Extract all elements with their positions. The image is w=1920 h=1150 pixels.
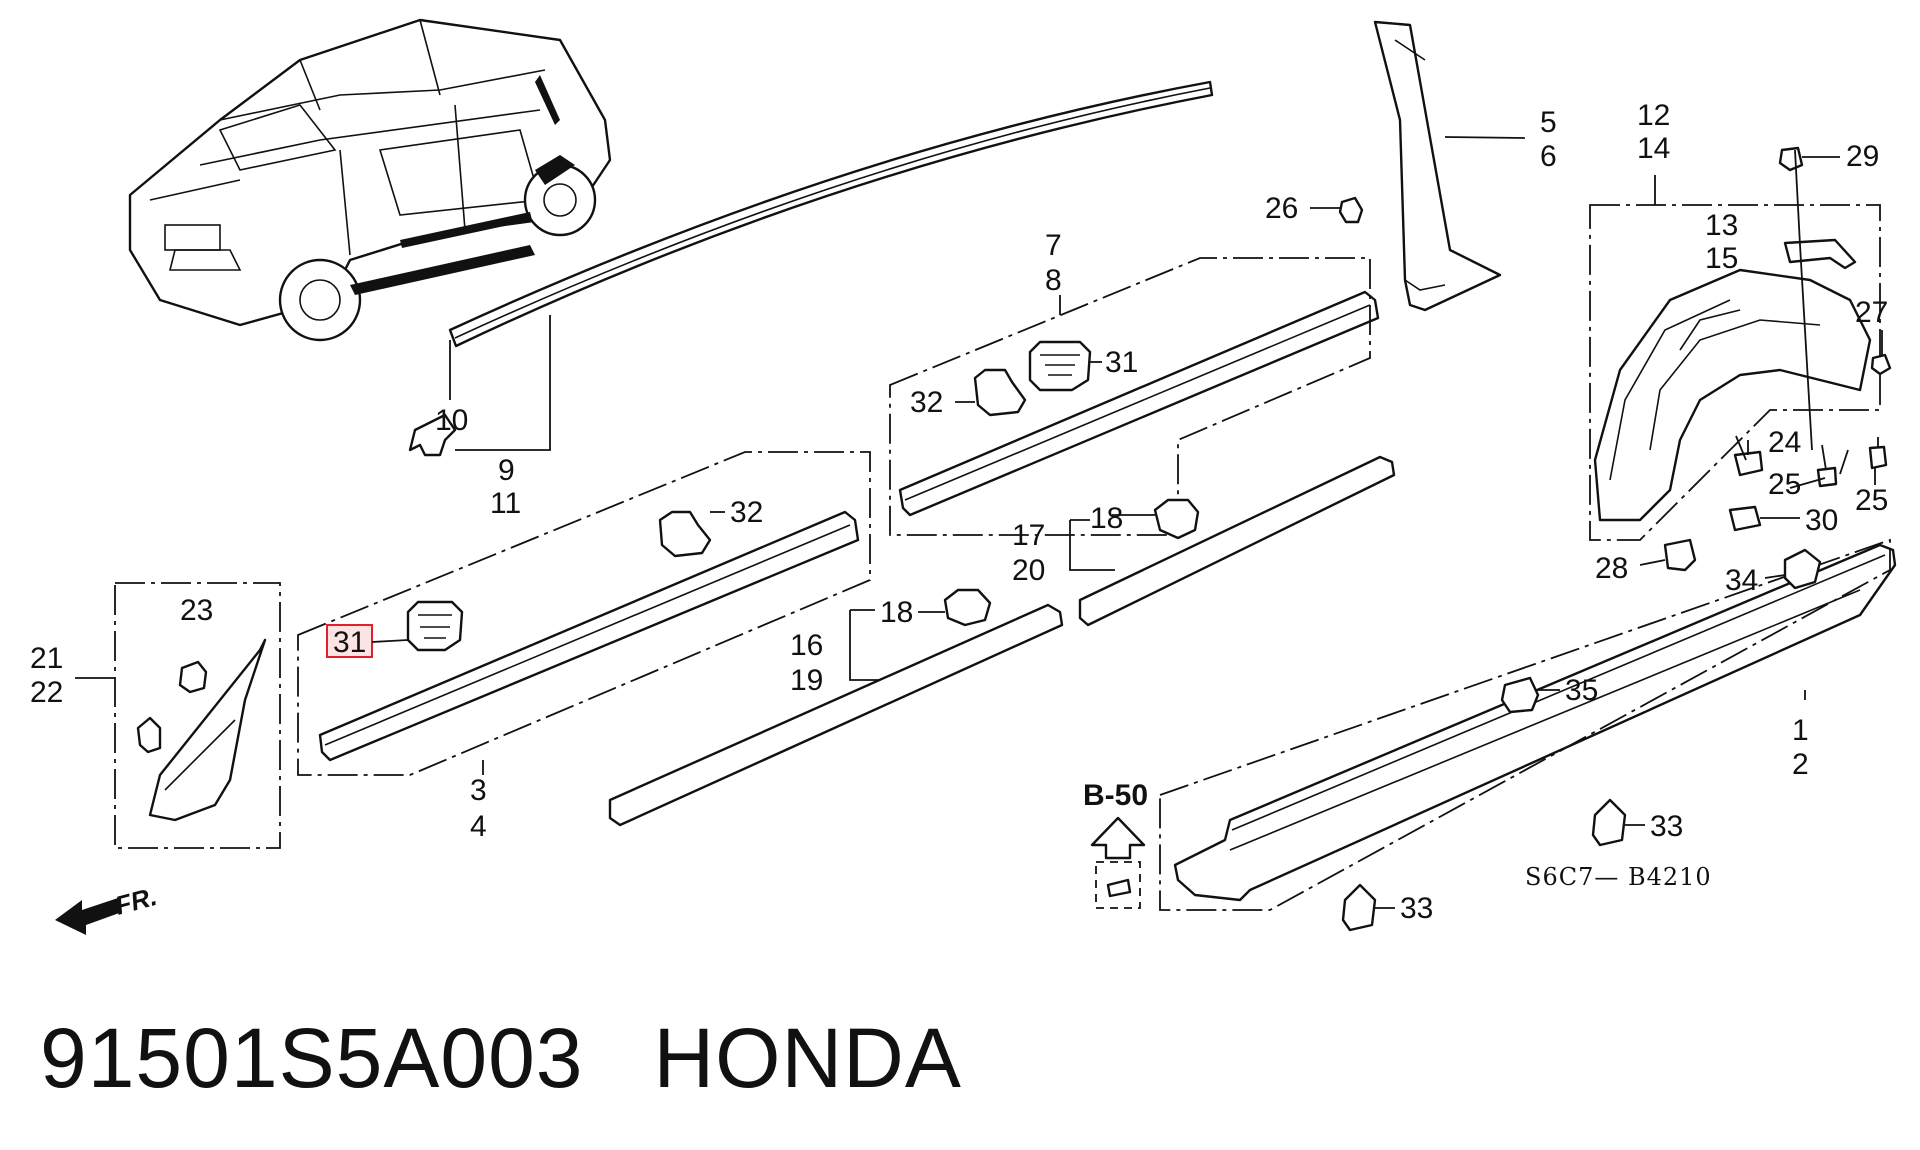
brand-name: HONDA xyxy=(653,1011,962,1105)
callout-22: 22 xyxy=(30,676,63,709)
car-illustration xyxy=(128,18,612,342)
clip-31-upper xyxy=(1028,340,1092,392)
callout-34: 34 xyxy=(1725,564,1758,597)
door-molding-front xyxy=(889,257,1380,536)
callout-14: 14 xyxy=(1637,132,1670,165)
clip-18-rear xyxy=(943,588,992,627)
bolt-25-right xyxy=(1868,445,1888,470)
clip-34 xyxy=(1764,548,1822,590)
callout-7: 7 xyxy=(1045,229,1062,262)
b50-reference-box xyxy=(1090,816,1146,909)
callout-35: 35 xyxy=(1565,674,1598,707)
bolt-30 xyxy=(1728,505,1800,532)
clip-31-lower xyxy=(406,600,464,652)
callout-12: 12 xyxy=(1637,99,1670,132)
callout-28: 28 xyxy=(1595,552,1628,585)
bolt-25-mid xyxy=(1816,466,1838,488)
door-molding-rear xyxy=(297,451,871,776)
callout-21: 21 xyxy=(30,642,63,675)
callout-5: 5 xyxy=(1540,106,1557,139)
clip-26 xyxy=(1310,196,1364,224)
clip-29 xyxy=(1778,146,1840,172)
callout-13: 13 xyxy=(1705,209,1738,242)
clip-28 xyxy=(1639,538,1697,572)
clip-32-upper xyxy=(973,368,1027,417)
callout-9: 9 xyxy=(498,454,515,487)
side-sill-panel xyxy=(1159,538,1897,911)
callout-19: 19 xyxy=(790,664,823,697)
callout-20: 20 xyxy=(1012,554,1045,587)
callout-2: 2 xyxy=(1792,748,1809,781)
callout-23: 23 xyxy=(180,594,213,627)
side-molding-rear xyxy=(608,603,1064,827)
fr-direction-arrow xyxy=(55,898,122,935)
callout-18-rear: 18 xyxy=(880,596,913,629)
clip-27 xyxy=(1870,330,1892,376)
fr-label: FR. xyxy=(112,881,160,921)
callout-labels: 1 2 3 4 5 6 7 8 9 10 11 12 13 14 15 16 1… xyxy=(30,99,1888,925)
callout-15: 15 xyxy=(1705,242,1738,275)
callout-25-right: 25 xyxy=(1855,484,1888,517)
part-number: 91501S5A003 xyxy=(40,1011,584,1105)
clip-32-lower xyxy=(658,510,712,558)
callout-32-upper: 32 xyxy=(910,386,943,419)
clip-18-front xyxy=(1153,498,1200,540)
callout-3: 3 xyxy=(470,774,487,807)
callout-24: 24 xyxy=(1768,426,1801,459)
callout-25-mid: 25 xyxy=(1768,468,1801,501)
bracket-13-15 xyxy=(1783,149,1857,451)
callout-31-highlighted: 31 xyxy=(333,626,366,659)
highlight-box xyxy=(326,624,373,658)
callout-11: 11 xyxy=(490,487,521,520)
b50-label: B-50 xyxy=(1083,779,1148,812)
side-molding-front xyxy=(1069,455,1396,627)
callout-27: 27 xyxy=(1855,296,1888,329)
callout-10: 10 xyxy=(435,404,468,437)
callout-1: 1 xyxy=(1792,714,1809,747)
bolt-24 xyxy=(1733,440,1764,477)
clip-23 xyxy=(178,660,208,694)
callout-4: 4 xyxy=(470,810,487,843)
callout-18-front: 18 xyxy=(1090,502,1123,535)
callout-33-lower: 33 xyxy=(1400,892,1433,925)
callout-32-lower: 32 xyxy=(730,496,763,529)
leader-lines xyxy=(371,361,1879,643)
callout-31-upper: 31 xyxy=(1105,346,1138,379)
callout-29: 29 xyxy=(1846,140,1879,173)
fender-liner xyxy=(1589,175,1881,541)
callout-30: 30 xyxy=(1805,504,1838,537)
diagram-code: S6C7— B4210 xyxy=(1525,863,1712,891)
roof-molding xyxy=(408,80,1214,457)
callout-16: 16 xyxy=(790,629,823,662)
callout-8: 8 xyxy=(1045,264,1062,297)
clip-33-upper xyxy=(1591,798,1645,847)
callout-26: 26 xyxy=(1265,192,1298,225)
pillar-garnish xyxy=(1373,20,1526,312)
clip-33-lower xyxy=(1341,883,1395,932)
front-corner-trim xyxy=(75,582,281,849)
callout-33-upper: 33 xyxy=(1650,810,1683,843)
clip-21-small xyxy=(136,716,162,754)
footer: 91501S5A003 HONDA xyxy=(40,1010,962,1107)
callout-6: 6 xyxy=(1540,140,1557,173)
clip-35 xyxy=(1500,676,1560,714)
callout-17: 17 xyxy=(1012,519,1045,552)
